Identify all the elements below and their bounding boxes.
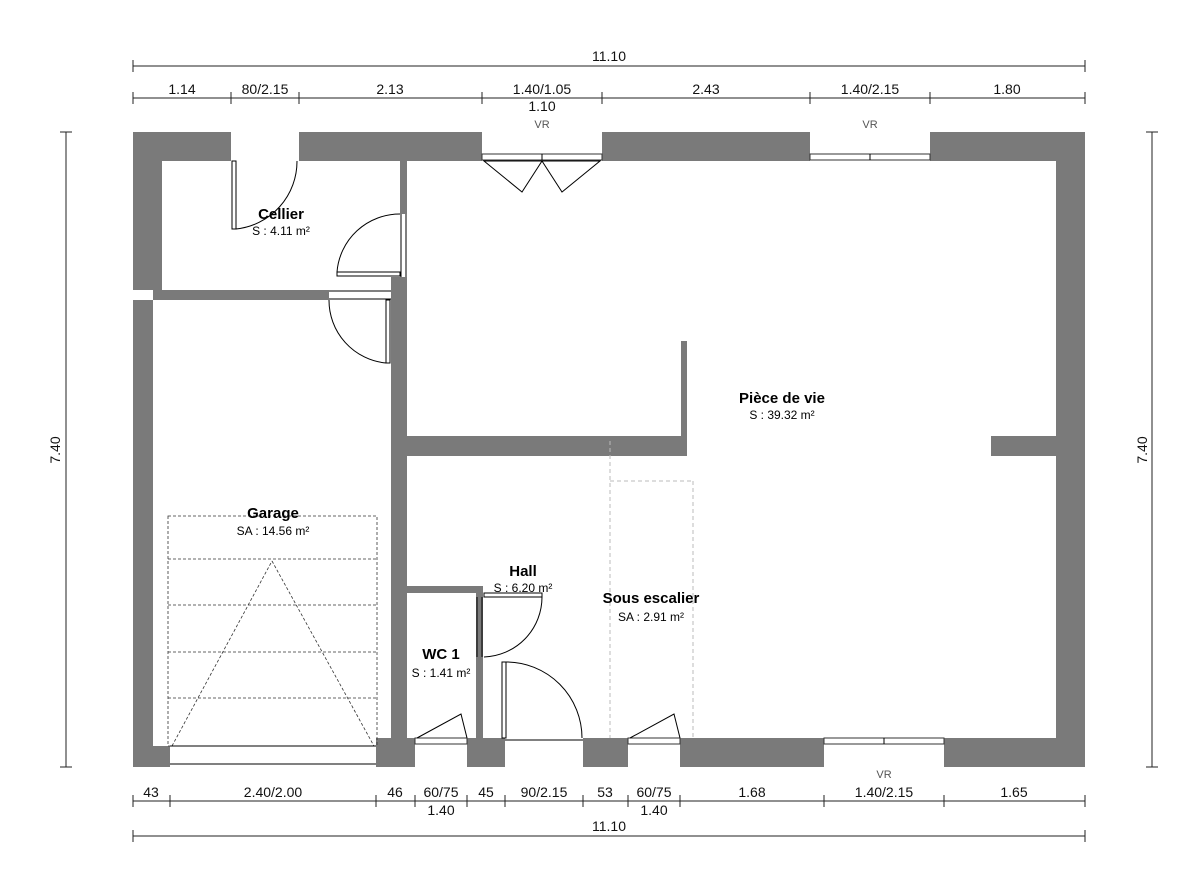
dim-top-6: 1.40/2.15 <box>841 81 900 97</box>
doors <box>231 160 583 741</box>
dim-bottom-11: 1.65 <box>1000 784 1027 800</box>
dim-top-sub: 1.10 <box>528 98 555 114</box>
room-area-hall: S : 6.20 m² <box>494 581 553 595</box>
dim-top-2: 80/2.15 <box>242 81 289 97</box>
room-area-sous-escalier: SA : 2.91 m² <box>618 610 684 624</box>
walls <box>133 132 1085 767</box>
dim-bottom-9: 1.68 <box>738 784 765 800</box>
room-area-garage: SA : 14.56 m² <box>237 524 310 538</box>
dim-total-top: 11.10 <box>592 48 626 64</box>
dim-bottom-2: 2.40/2.00 <box>244 784 303 800</box>
dim-bottom-8: 60/75 <box>636 784 671 800</box>
dim-bottom-4: 60/75 <box>423 784 458 800</box>
dim-bottom-10: 1.40/2.15 <box>855 784 914 800</box>
dimension-labels: 11.10 1.14 80/2.15 2.13 1.40/1.05 2.43 1… <box>47 48 1150 834</box>
dim-top-7: 1.80 <box>993 81 1020 97</box>
room-name-wc1: WC 1 <box>422 646 460 663</box>
dim-top-4: 1.40/1.05 <box>513 81 572 97</box>
vr-label-top-2: VR <box>862 119 877 131</box>
room-area-piece-de-vie: S : 39.32 m² <box>749 408 814 422</box>
room-area-cellier: S : 4.11 m² <box>252 224 310 238</box>
room-name-hall: Hall <box>509 563 537 580</box>
dim-height-left: 7.40 <box>47 436 63 463</box>
windows <box>414 153 945 745</box>
dim-bottom-1: 43 <box>143 784 159 800</box>
room-name-sous-escalier: Sous escalier <box>603 590 700 607</box>
room-labels: Cellier S : 4.11 m² Pièce de vie S : 39.… <box>237 206 825 680</box>
dim-bottom-5: 45 <box>478 784 494 800</box>
dim-bottom-3: 46 <box>387 784 403 800</box>
dim-total-bottom: 11.10 <box>592 818 626 834</box>
dim-top-5: 2.43 <box>692 81 719 97</box>
dim-top-3: 2.13 <box>376 81 403 97</box>
room-name-cellier: Cellier <box>258 206 304 223</box>
room-name-piece-de-vie: Pièce de vie <box>739 390 825 407</box>
room-area-wc1: S : 1.41 m² <box>412 666 471 680</box>
dim-bottom-7: 53 <box>597 784 613 800</box>
garage-door <box>167 515 378 765</box>
dim-height-right: 7.40 <box>1134 436 1150 463</box>
room-name-garage: Garage <box>247 505 299 522</box>
dim-top-1: 1.14 <box>168 81 195 97</box>
vr-label-bottom: VR <box>876 769 891 781</box>
dim-bottom-sub-2: 1.40 <box>640 802 667 818</box>
dim-bottom-sub-1: 1.40 <box>427 802 454 818</box>
vr-label-top-1: VR <box>534 119 549 131</box>
stairs-outline <box>609 441 694 738</box>
dimension-lines <box>60 60 1158 842</box>
dim-bottom-6: 90/2.15 <box>521 784 568 800</box>
